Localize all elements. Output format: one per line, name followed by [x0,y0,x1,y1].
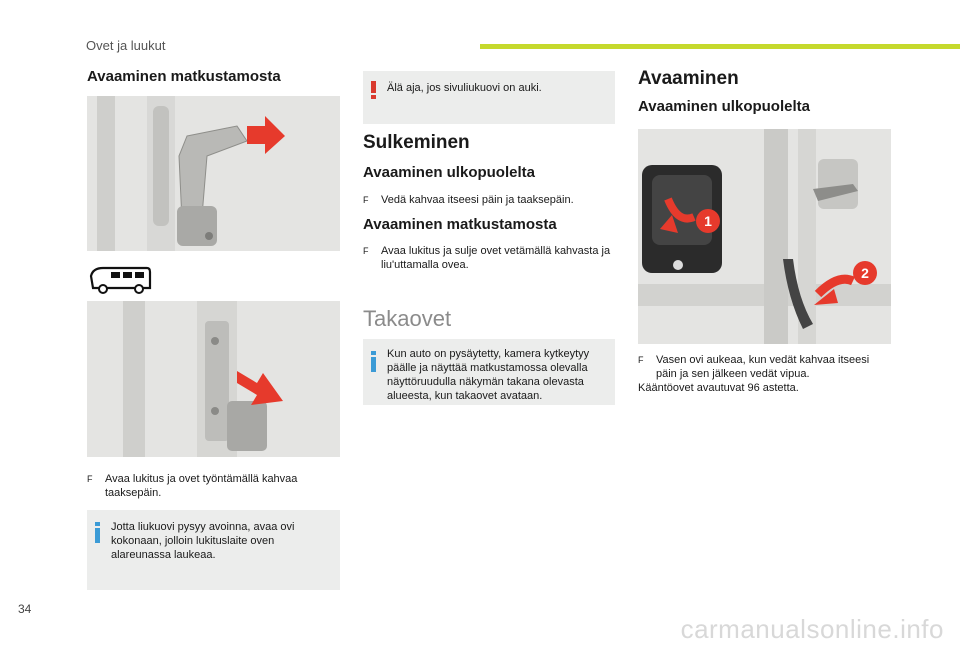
subheading-inside: Avaaminen matkustamosta [363,216,557,233]
info-note-camera: Kun auto on pysäytetty, kamera kytkeytyy… [363,339,615,405]
warning-text: Älä aja, jos sivuliukuovi on auki. [387,82,542,94]
bullet-mark: F [638,355,644,365]
callout-1: 1 [704,213,712,229]
info-note-sliding-door: Jotta liukuovi pysyy avoinna, avaa ovi k… [87,510,340,590]
page-number: 34 [18,602,32,616]
bullet-mark: F [363,195,369,205]
watermark: carmanualsonline.info [680,614,944,644]
subheading-outside: Avaaminen ulkopuolelta [363,164,535,181]
header-section-title: Ovet ja luukut [86,38,166,53]
header-accent-bar [480,44,960,49]
callout-2: 2 [861,265,869,281]
illustration-rear-door-handle: 1 2 [638,129,891,344]
section-title-rear-doors: Takaovet [363,306,452,331]
info-icon [95,522,100,543]
heading-closing: Sulkeminen [363,132,470,153]
bullet-text: Vasen ovi aukeaa, kun vedät kahvaa itsee… [656,354,870,380]
warning-icon [371,81,376,99]
handle-illustration [87,96,340,251]
warning-note: Älä aja, jos sivuliukuovi on auki. [363,71,615,124]
bullet-text: Avaa lukitus ja ovet työntämällä kahvaa … [105,473,298,499]
bullet-text: Vedä kahvaa itseesi päin ja taaksepäin. [381,194,574,206]
bullet-close-door: F Avaa lukitus ja sulje ovet vetämällä k… [363,244,615,272]
bullet-push-handle: F Avaa lukitus ja ovet työntämällä kahva… [87,472,337,500]
bullet-mark: F [87,474,93,484]
subheading-outside: Avaaminen ulkopuolelta [638,98,810,115]
info-icon [371,351,376,372]
bullet-left-door: F Vasen ovi aukeaa, kun vedät kahvaa its… [638,353,891,381]
bullet-pull-handle: F Vedä kahvaa itseesi päin ja taaksepäin… [363,193,615,207]
heading-opening: Avaaminen [638,68,739,89]
info-note-text: Jotta liukuovi pysyy avoinna, avaa ovi k… [111,521,295,561]
illustration-lock-lever [87,301,340,457]
info-note-text: Kun auto on pysäytetty, kamera kytkeytyy… [387,348,590,402]
bullet-mark: F [363,246,369,256]
heading-opening-from-inside: Avaaminen matkustamosta [87,68,281,85]
illustration-inner-handle [87,96,340,251]
van-icon [89,266,152,294]
bullet-text: Avaa lukitus ja sulje ovet vetämällä kah… [381,245,611,271]
note-door-angle: Kääntöovet avautuvat 96 astetta. [638,382,799,394]
